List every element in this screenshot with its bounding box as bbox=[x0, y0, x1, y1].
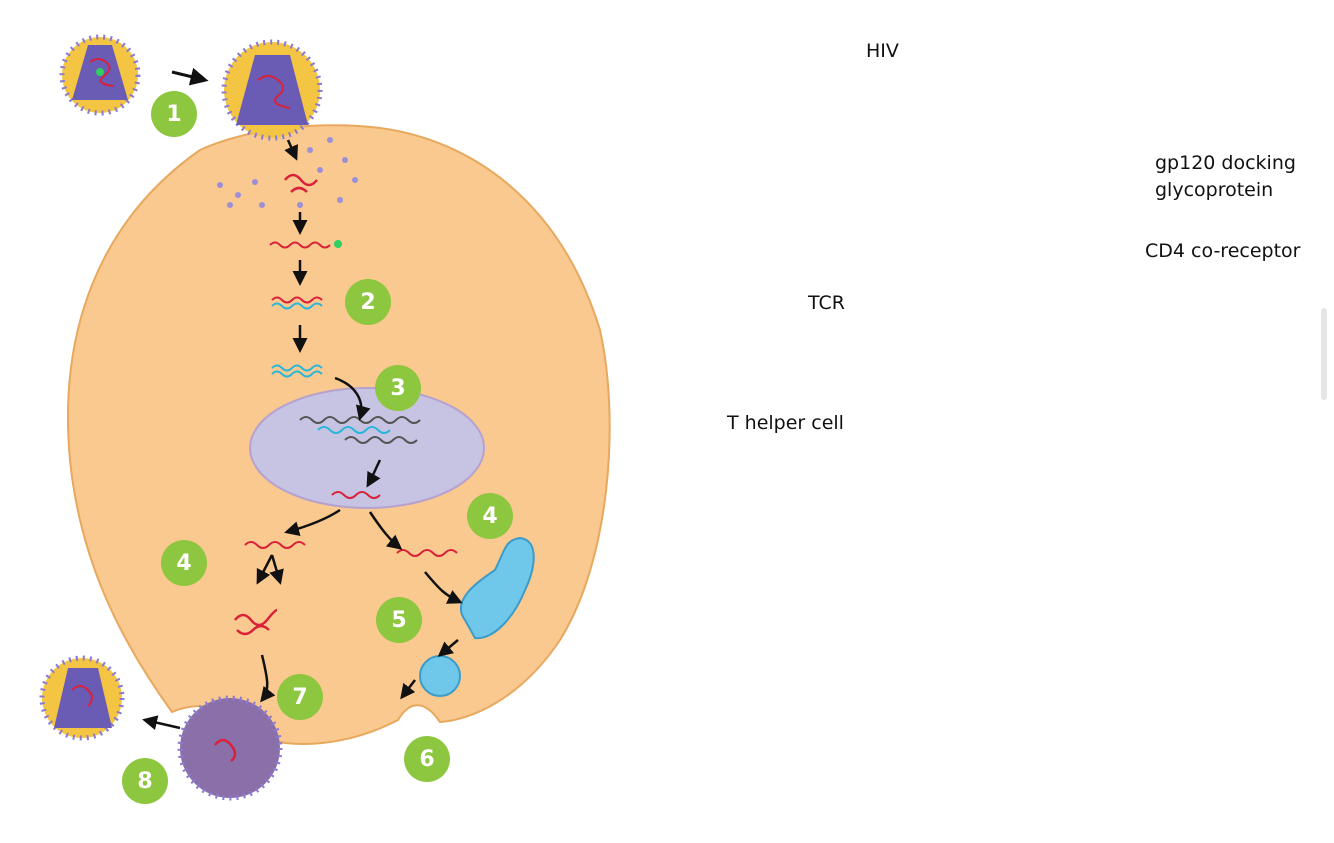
label-cd4: CD4 co-receptor bbox=[1145, 240, 1301, 262]
viral-proteins bbox=[234, 608, 278, 636]
step-badge-8: 8 bbox=[122, 758, 168, 804]
reverse-transcription bbox=[269, 240, 342, 378]
fusing-virion bbox=[221, 39, 323, 141]
er-vesicle bbox=[460, 536, 535, 640]
uncoated-rna bbox=[284, 173, 318, 193]
flow-arrows bbox=[142, 139, 463, 730]
label-hiv: HIV bbox=[866, 40, 899, 62]
step-badge-4b: 4 bbox=[161, 540, 207, 586]
budding-virion bbox=[177, 695, 283, 801]
incoming-virion bbox=[59, 34, 141, 116]
step-badge-2: 2 bbox=[345, 279, 391, 325]
label-t-helper-cell: T helper cell bbox=[727, 412, 844, 434]
viral-mrna bbox=[244, 541, 458, 557]
step-badge-7: 7 bbox=[277, 674, 323, 720]
label-gp120: gp120 docking glycoprotein bbox=[1155, 152, 1296, 201]
capsid-debris bbox=[217, 137, 358, 208]
scrollbar-thumb[interactable] bbox=[1321, 308, 1327, 400]
step-badge-1: 1 bbox=[151, 91, 197, 137]
label-tcr: TCR bbox=[808, 292, 845, 314]
transport-vesicle bbox=[419, 655, 461, 697]
entry-arrow bbox=[171, 67, 209, 86]
nucleus bbox=[249, 387, 485, 509]
step-badge-4a: 4 bbox=[467, 493, 513, 539]
step-badge-3: 3 bbox=[375, 365, 421, 411]
step-badge-6: 6 bbox=[404, 736, 450, 782]
step-badge-5: 5 bbox=[376, 597, 422, 643]
released-virion bbox=[39, 655, 125, 741]
lifecycle-diagram bbox=[39, 34, 611, 801]
